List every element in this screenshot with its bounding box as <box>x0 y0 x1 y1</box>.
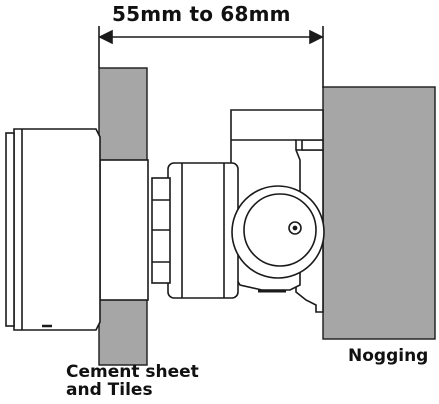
dimension-label: 55mm to 68mm <box>112 2 291 26</box>
hex-nut <box>151 177 171 284</box>
cement-label: Cement sheet and Tiles <box>66 363 199 399</box>
dimension-arrow <box>98 26 324 88</box>
cement-label-line1: Cement sheet <box>66 362 199 382</box>
valve-stem <box>167 162 239 299</box>
trim-cover <box>5 128 149 331</box>
nogging-label: Nogging <box>348 346 429 366</box>
nogging-block <box>322 86 436 340</box>
cement-label-line2: and Tiles <box>66 380 153 400</box>
valve-head <box>231 185 325 293</box>
